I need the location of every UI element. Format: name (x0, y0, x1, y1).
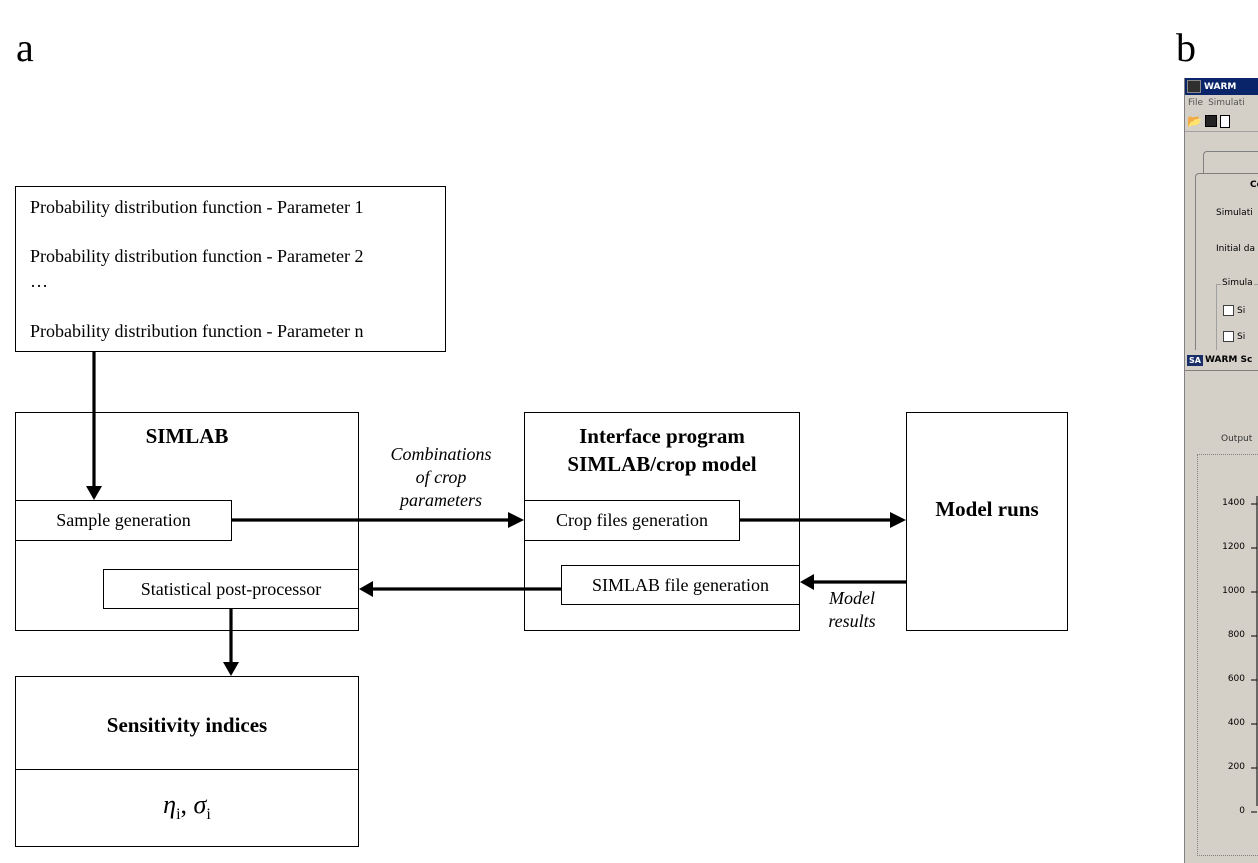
y-tick-label: 1400 (1222, 498, 1245, 508)
arrowhead-sample-to-crop (508, 512, 524, 528)
model-runs-box (906, 412, 1068, 631)
warm-menubar: File Simulati (1185, 95, 1258, 111)
edge-label-combinations: Combinations of crop parameters (372, 443, 510, 512)
panel-label-b: b (1176, 25, 1196, 70)
warm-toolbar: 📂 (1185, 111, 1258, 132)
sensitivity-title: Sensitivity indices (106, 713, 268, 737)
sigma-subscript: i (206, 806, 211, 824)
sensitivity-formula: ηi, σi (15, 790, 359, 824)
edge-label-model-results-line1: Model (829, 588, 875, 608)
menu-file[interactable]: File (1188, 98, 1204, 108)
warm-app-icon (1187, 80, 1201, 93)
y-tick-label: 1200 (1222, 542, 1245, 552)
edge-label-combinations-line1: Combinations (390, 444, 492, 464)
sa-title: WARM Sc (1204, 355, 1253, 365)
model-runs-label: Model runs (935, 497, 1039, 521)
edge-label-model-results-line2: results (828, 611, 876, 631)
arrowhead-crop-to-model (890, 512, 906, 528)
checkbox-row-1[interactable]: Si (1223, 305, 1245, 316)
simlab-file-generation-box: SIMLAB file generation (561, 565, 800, 605)
group-label: Simula (1221, 278, 1254, 288)
interface-title-line1: Interface program (579, 424, 745, 448)
open-folder-icon[interactable]: 📂 (1187, 114, 1202, 128)
warm-window: WARM File Simulati 📂 Co Simulati Initial… (1184, 78, 1258, 366)
chart-y-axis (1251, 496, 1258, 813)
checkbox-1-label: Si (1237, 305, 1246, 316)
pdf-parameter-1: Probability distribution function - Para… (30, 197, 364, 217)
sa-app-icon: SA (1187, 354, 1203, 366)
checkbox-2[interactable] (1223, 331, 1234, 342)
eta-subscript: i (176, 806, 181, 824)
warm-title: WARM (1204, 81, 1237, 92)
arrowhead-post-to-sensitivity (223, 662, 239, 676)
formula-separator: , (180, 790, 188, 819)
warm-tab-panel: Co Simulati Initial da Simula Si Si (1195, 173, 1258, 366)
sigma-symbol: σ (193, 790, 207, 819)
pdf-parameter-n: Probability distribution function - Para… (30, 321, 364, 341)
y-tick-label: 600 (1227, 674, 1245, 684)
field-simulation-label: Simulati (1216, 208, 1253, 218)
y-tick-label: 0 (1239, 806, 1245, 816)
crop-files-generation-box: Crop files generation (524, 500, 740, 541)
pdf-parameter-2: Probability distribution function - Para… (30, 246, 364, 266)
menu-simulation[interactable]: Simulati (1208, 98, 1245, 108)
interface-title-line2: SIMLAB/crop model (567, 452, 757, 476)
checkbox-row-2[interactable]: Si (1223, 331, 1245, 342)
edge-label-combinations-line2: of crop (415, 467, 467, 487)
output-label: Output (1221, 434, 1253, 444)
chart-frame (1197, 454, 1258, 856)
warm-titlebar: WARM (1185, 78, 1258, 95)
pdf-ellipsis: … (30, 271, 48, 291)
y-tick-label: 400 (1227, 718, 1245, 728)
warm-tab-strip (1203, 151, 1258, 174)
sa-titlebar: SA WARM Sc (1185, 350, 1258, 371)
save-icon[interactable] (1204, 115, 1217, 127)
sa-window: SA WARM Sc Output 1400 1200 1000 800 600 400 2… (1184, 350, 1258, 863)
y-tick-label: 800 (1227, 630, 1245, 640)
edge-label-combinations-line3: parameters (400, 490, 482, 510)
y-tick-label: 200 (1227, 762, 1245, 772)
sensitivity-indices-box (15, 676, 359, 847)
edge-label-model-results: Model results (812, 587, 892, 633)
checkbox-2-label: Si (1237, 331, 1246, 342)
field-initial-label: Initial da (1216, 244, 1255, 254)
arrowhead-simlab-file-to-post (359, 581, 373, 597)
tab-label[interactable]: Co (1250, 180, 1258, 190)
probability-distribution-box: Probability distribution function - Para… (15, 186, 446, 352)
y-tick-label: 1000 (1222, 586, 1245, 596)
sensitivity-divider (15, 769, 359, 770)
simlab-title: SIMLAB (145, 424, 229, 448)
eta-symbol: η (163, 790, 177, 819)
panel-label-a: a (16, 25, 34, 70)
sample-generation-box: Sample generation (15, 500, 232, 541)
statistical-post-processor-box: Statistical post-processor (103, 569, 359, 609)
checkbox-1[interactable] (1223, 305, 1234, 316)
new-file-icon[interactable] (1219, 114, 1230, 128)
